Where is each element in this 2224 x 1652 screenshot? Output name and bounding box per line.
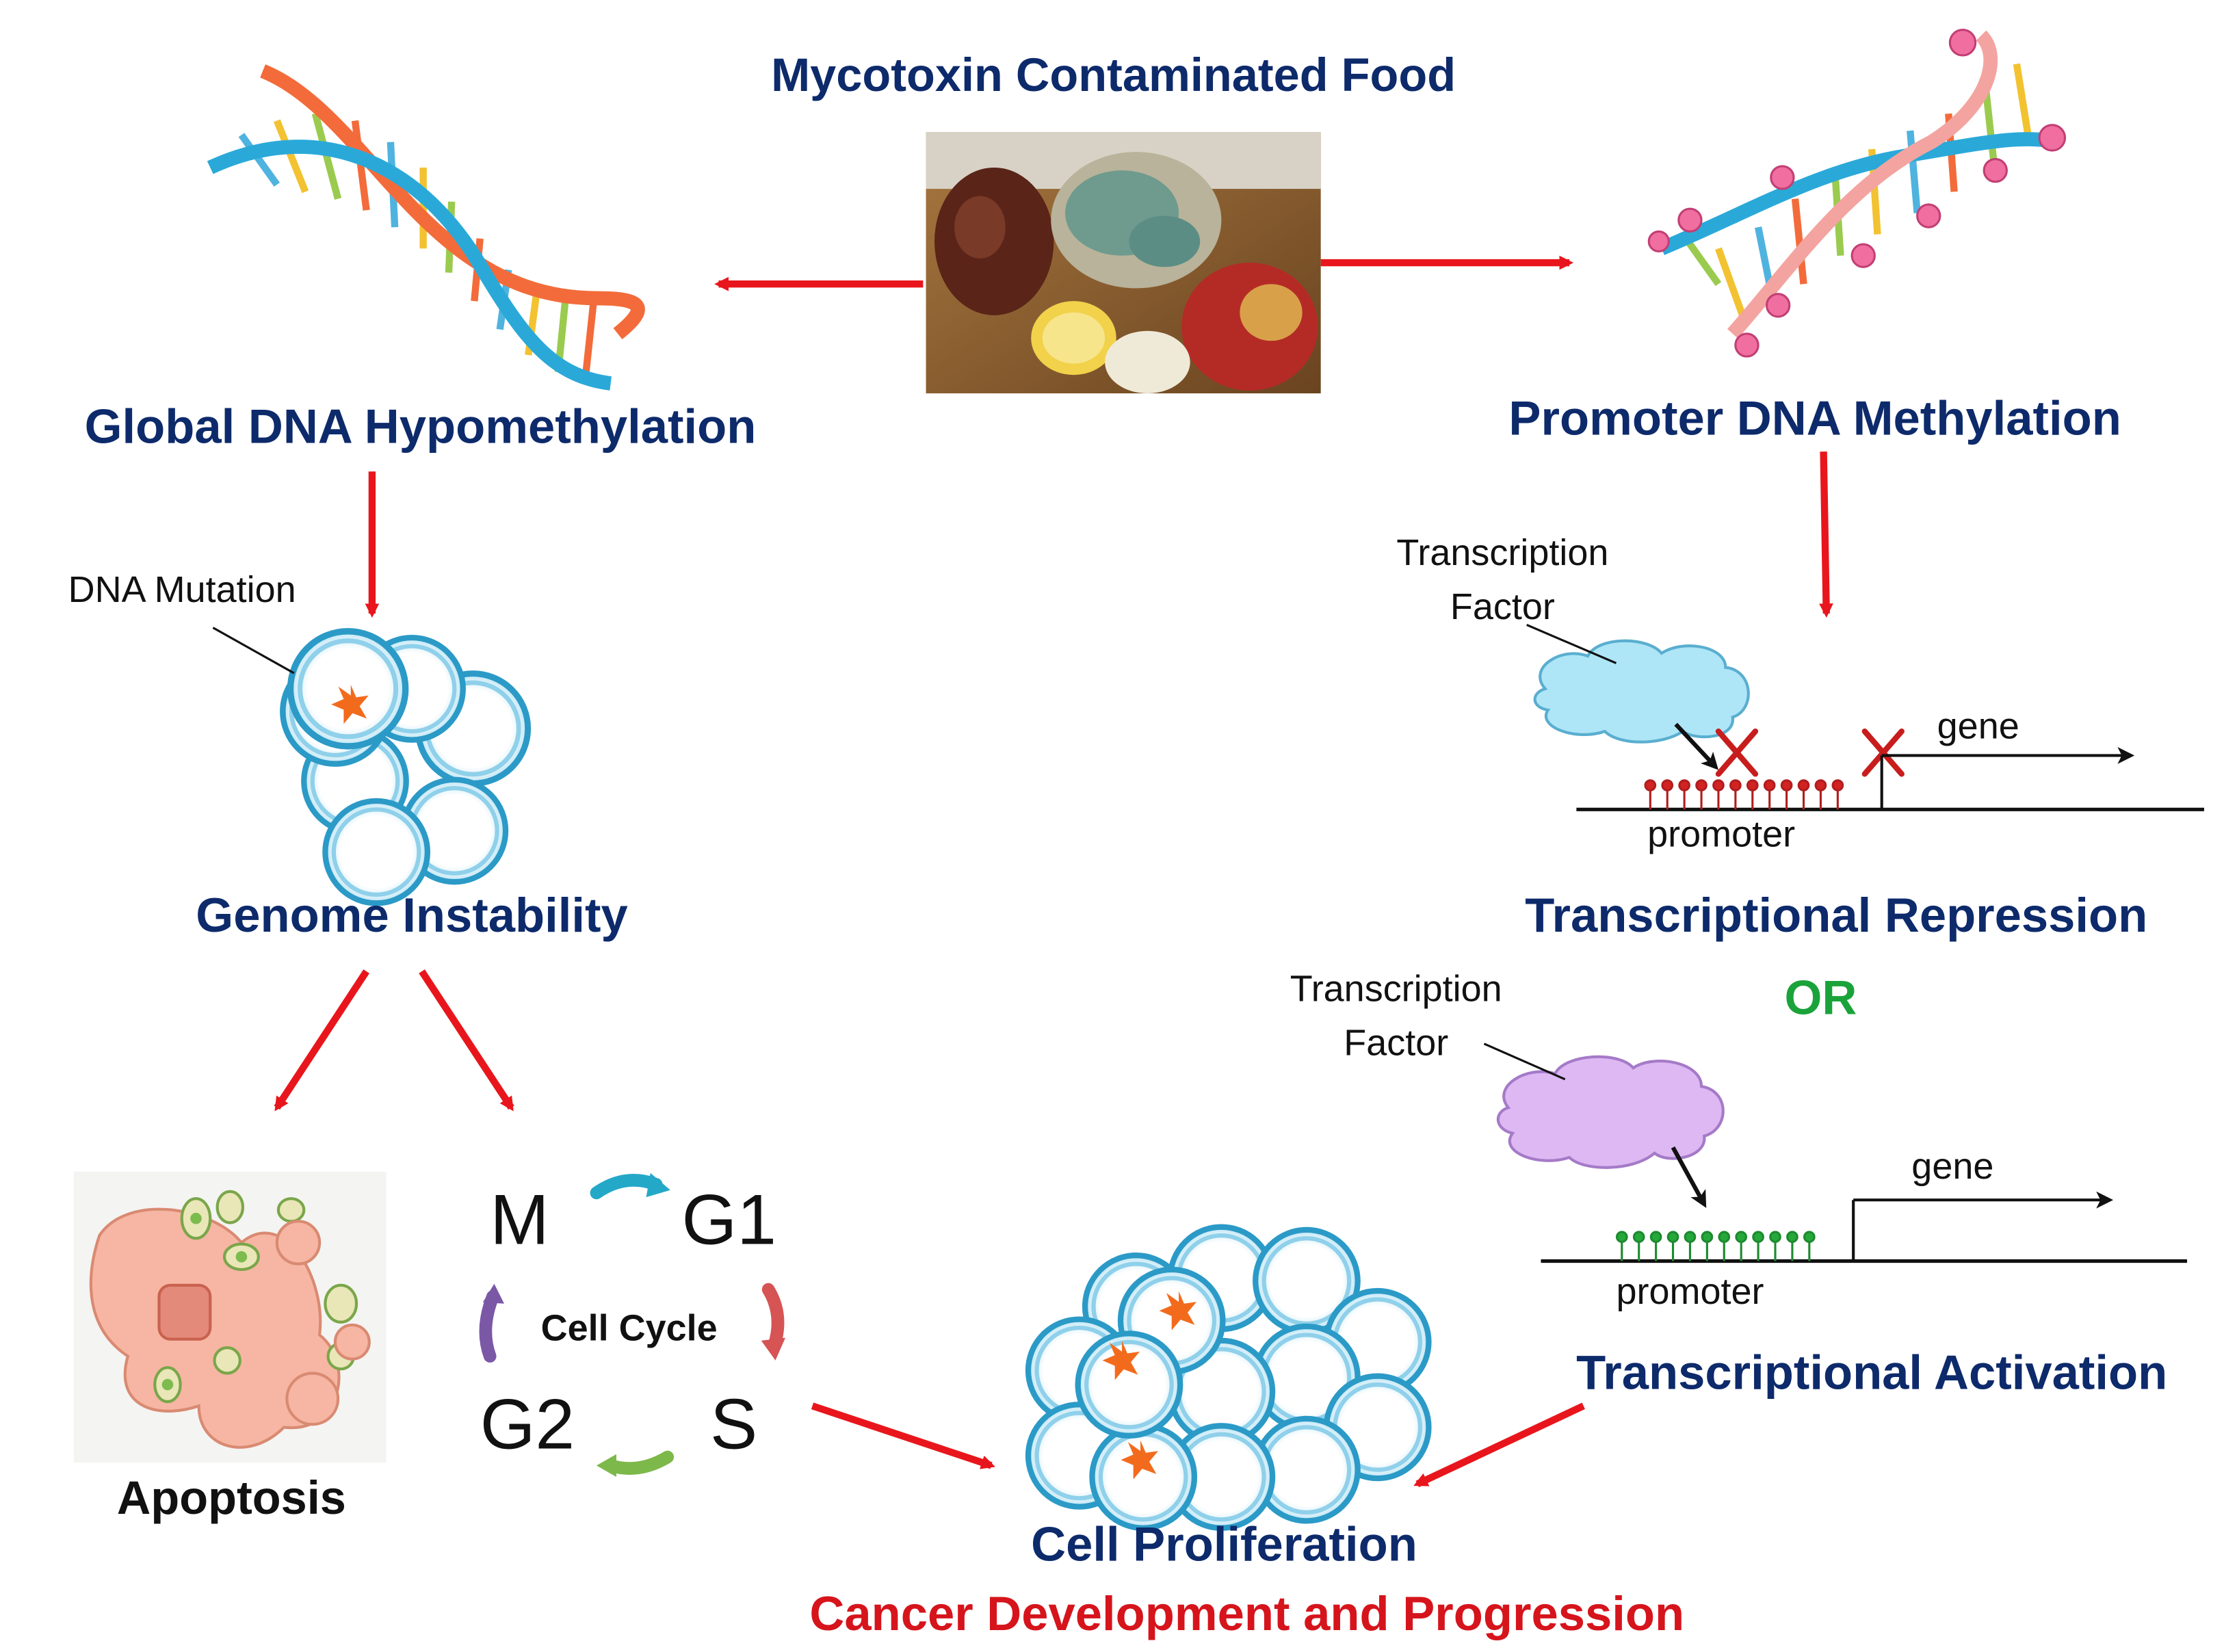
activation-schematic	[1483, 1043, 2188, 1263]
repression-label: Transcriptional Repression	[1525, 889, 2148, 943]
repression-schematic	[1526, 624, 2204, 811]
phase-g1: G1	[681, 1180, 776, 1260]
phase-s: S	[710, 1385, 758, 1465]
cell-cycle-arrowheads	[482, 1172, 786, 1478]
gene-label-activation: gene	[1911, 1144, 1994, 1188]
activation-label: Transcriptional Activation	[1576, 1346, 2168, 1400]
flow-arrows	[274, 255, 1833, 1488]
hypomethylation-label: Global DNA Hypomethylation	[84, 400, 757, 455]
cell-cluster-icon	[283, 631, 527, 904]
cancer-label: Cancer Development and Progression	[809, 1587, 1685, 1642]
promoter-methylation-label: Promoter DNA Methylation	[1508, 391, 2121, 446]
moldy-food-photo	[926, 132, 1321, 394]
cell-proliferation-label: Cell Proliferation	[1031, 1518, 1417, 1573]
tf-label-repression-line1: Transcription	[1396, 531, 1609, 574]
methylated-dna-helix-icon	[1647, 29, 2067, 358]
diagram-title: Mycotoxin Contaminated Food	[771, 48, 1456, 101]
dna-double-helix-icon	[207, 64, 645, 391]
mutation-pointer	[212, 627, 295, 674]
promoter-label-activation: promoter	[1616, 1269, 1764, 1313]
phase-m: M	[490, 1180, 549, 1260]
dna-mutation-label: DNA Mutation	[68, 568, 296, 611]
cell-cycle-label: Cell Cycle	[540, 1306, 718, 1350]
or-label: OR	[1784, 971, 1857, 1025]
apoptosis-label: Apoptosis	[116, 1471, 346, 1524]
tf-label-repression-line2: Factor	[1450, 585, 1555, 628]
phase-g2: G2	[480, 1385, 575, 1465]
promoter-label-repression: promoter	[1647, 812, 1796, 855]
tf-label-activation-line1: Transcription	[1290, 967, 1502, 1010]
apoptotic-cell-icon	[73, 1171, 387, 1463]
genome-instability-label: Genome Instability	[196, 889, 628, 943]
tf-label-activation-line2: Factor	[1344, 1021, 1449, 1064]
gene-label-repression: gene	[1937, 704, 2019, 747]
proliferation-cluster-icon	[1028, 1227, 1428, 1528]
